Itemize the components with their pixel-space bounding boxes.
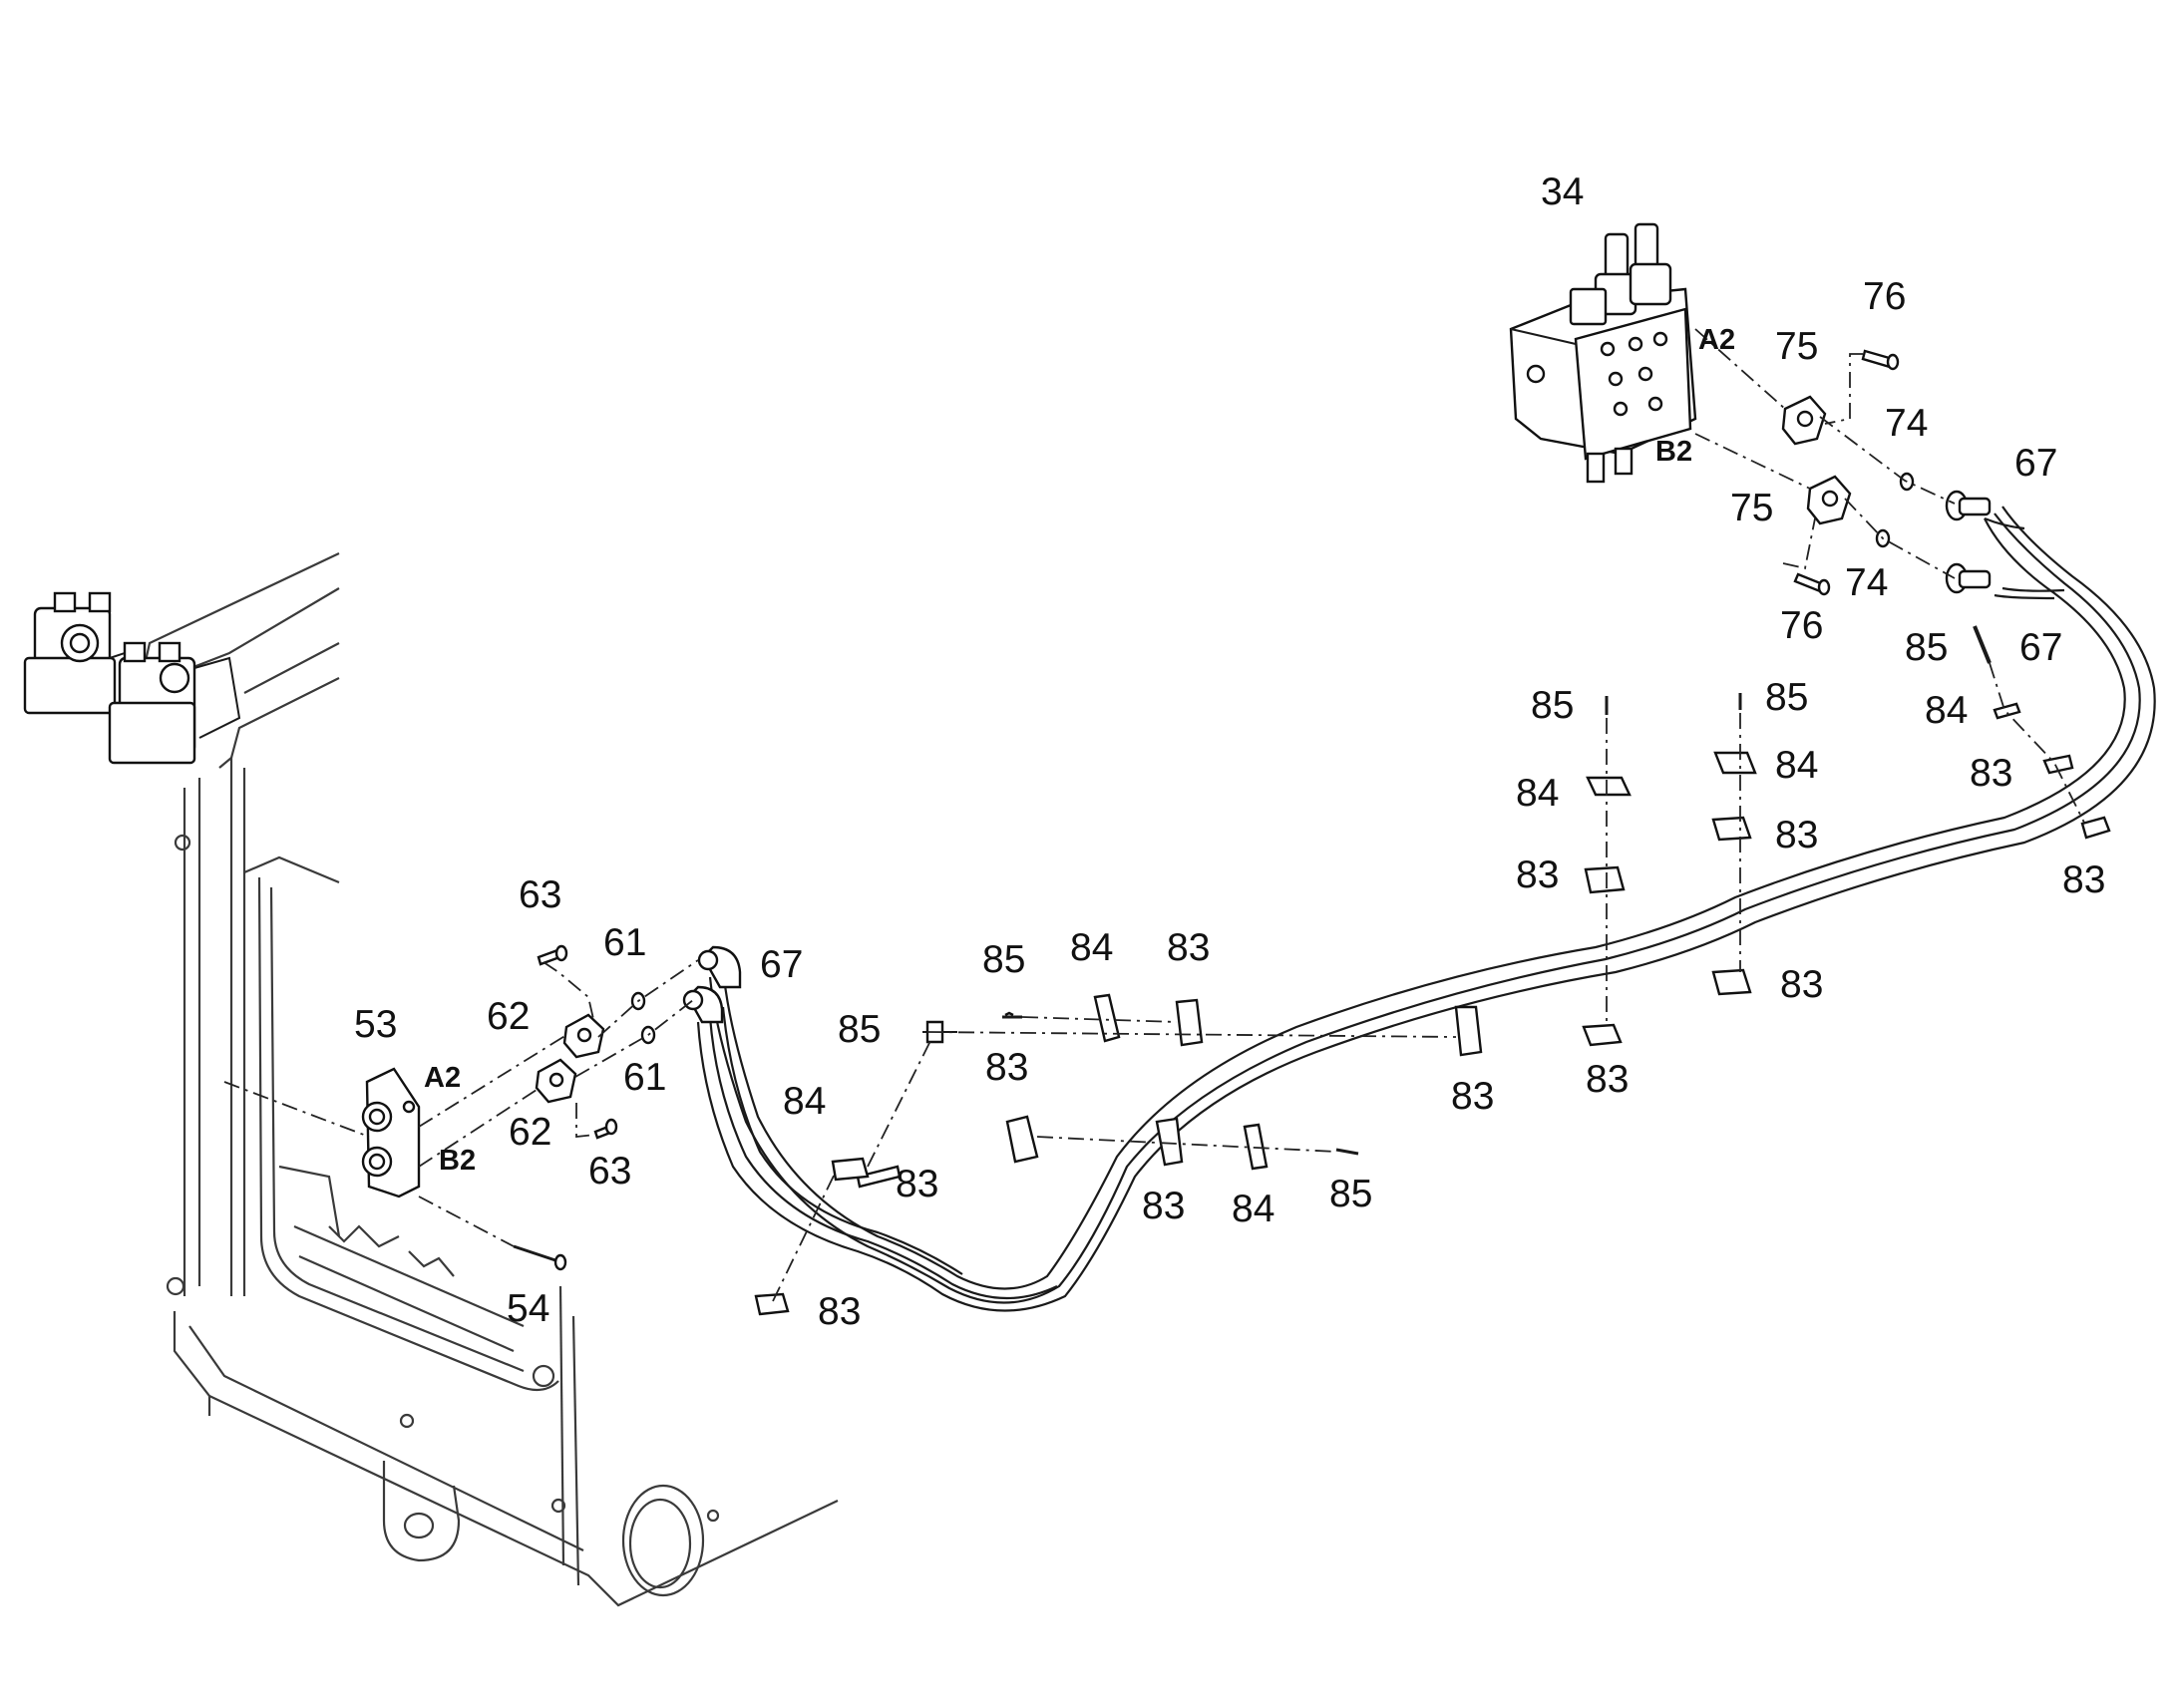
callout-74: 74	[1885, 402, 1928, 445]
callout-83: 83	[2062, 858, 2105, 901]
port-label-a2-coupler: A2	[424, 1062, 461, 1094]
callout-76: 76	[1780, 604, 1823, 647]
callout-83: 83	[896, 1163, 938, 1205]
callout-84: 84	[1775, 744, 1818, 787]
callout-76: 76	[1863, 275, 1906, 318]
callout-63: 63	[519, 873, 561, 916]
callout-75: 75	[1730, 487, 1773, 529]
callout-84: 84	[783, 1080, 826, 1123]
port-label-a2-valve: A2	[1698, 324, 1735, 356]
callout-83: 83	[1775, 814, 1818, 856]
cylinder-mount-right	[108, 641, 241, 765]
callout-85: 85	[1905, 626, 1948, 669]
callout-62: 62	[509, 1111, 551, 1154]
callout-54: 54	[507, 1287, 549, 1330]
callout-83: 83	[1167, 926, 1210, 969]
callout-83: 83	[985, 1046, 1028, 1089]
callout-83: 83	[1780, 963, 1823, 1006]
callout-75: 75	[1775, 325, 1818, 368]
callout-53: 53	[354, 1003, 397, 1046]
bolt-76b	[1793, 572, 1831, 596]
hose-fittings-coupler	[682, 945, 742, 1024]
callout-85: 85	[1765, 676, 1808, 719]
flange-valve-a2	[1781, 395, 1827, 446]
callout-83: 83	[1516, 854, 1559, 896]
callout-83: 83	[818, 1290, 861, 1333]
callout-34: 34	[1541, 171, 1584, 213]
callout-84: 84	[1925, 689, 1968, 732]
flange-coupler-b2	[535, 1058, 577, 1104]
callout-labels: 34 76 75 74 67 75 74 76 85 67 84 83 83 8…	[354, 171, 2105, 1333]
port-label-b2-coupler: B2	[439, 1145, 476, 1177]
hydraulic-hoses	[696, 506, 2156, 1312]
flange-valve-b2	[1806, 475, 1852, 525]
callout-62: 62	[487, 995, 530, 1038]
hose-fittings-valve	[1945, 490, 1992, 594]
callout-85: 85	[982, 938, 1025, 981]
callout-63: 63	[588, 1150, 631, 1193]
callout-74: 74	[1845, 561, 1888, 604]
callout-83: 83	[1586, 1058, 1629, 1101]
clamp-assembly-middle	[1002, 993, 1483, 1171]
bolt-63b	[593, 1118, 618, 1140]
clamp-assembly-right	[1582, 625, 2111, 1047]
callout-84: 84	[1232, 1188, 1274, 1230]
callout-83: 83	[1451, 1075, 1494, 1118]
callout-85: 85	[1531, 684, 1574, 727]
callout-61: 61	[623, 1056, 666, 1099]
flange-coupler-a2	[562, 1013, 605, 1059]
callout-67: 67	[2019, 626, 2062, 669]
callout-84: 84	[1070, 926, 1113, 969]
callout-61: 61	[603, 921, 646, 964]
coupler-block	[361, 1067, 421, 1198]
leader-lines	[223, 328, 2085, 1302]
cylinder-mount-left	[23, 591, 152, 715]
port-labels: A2 B2 A2 B2	[424, 324, 1735, 1177]
callout-83: 83	[1142, 1185, 1185, 1227]
port-label-b2-valve: B2	[1655, 436, 1692, 468]
machine-frame	[23, 552, 839, 1607]
callout-85: 85	[838, 1008, 881, 1051]
callout-85: 85	[1329, 1173, 1372, 1215]
bolt-63a	[537, 944, 568, 966]
bolt-54	[513, 1244, 567, 1271]
callout-83: 83	[1970, 752, 2012, 795]
callout-67: 67	[2014, 442, 2057, 485]
callout-84: 84	[1516, 772, 1559, 815]
bolt-76a	[1861, 349, 1900, 371]
control-valve	[1509, 222, 1697, 484]
callout-67: 67	[760, 943, 803, 986]
